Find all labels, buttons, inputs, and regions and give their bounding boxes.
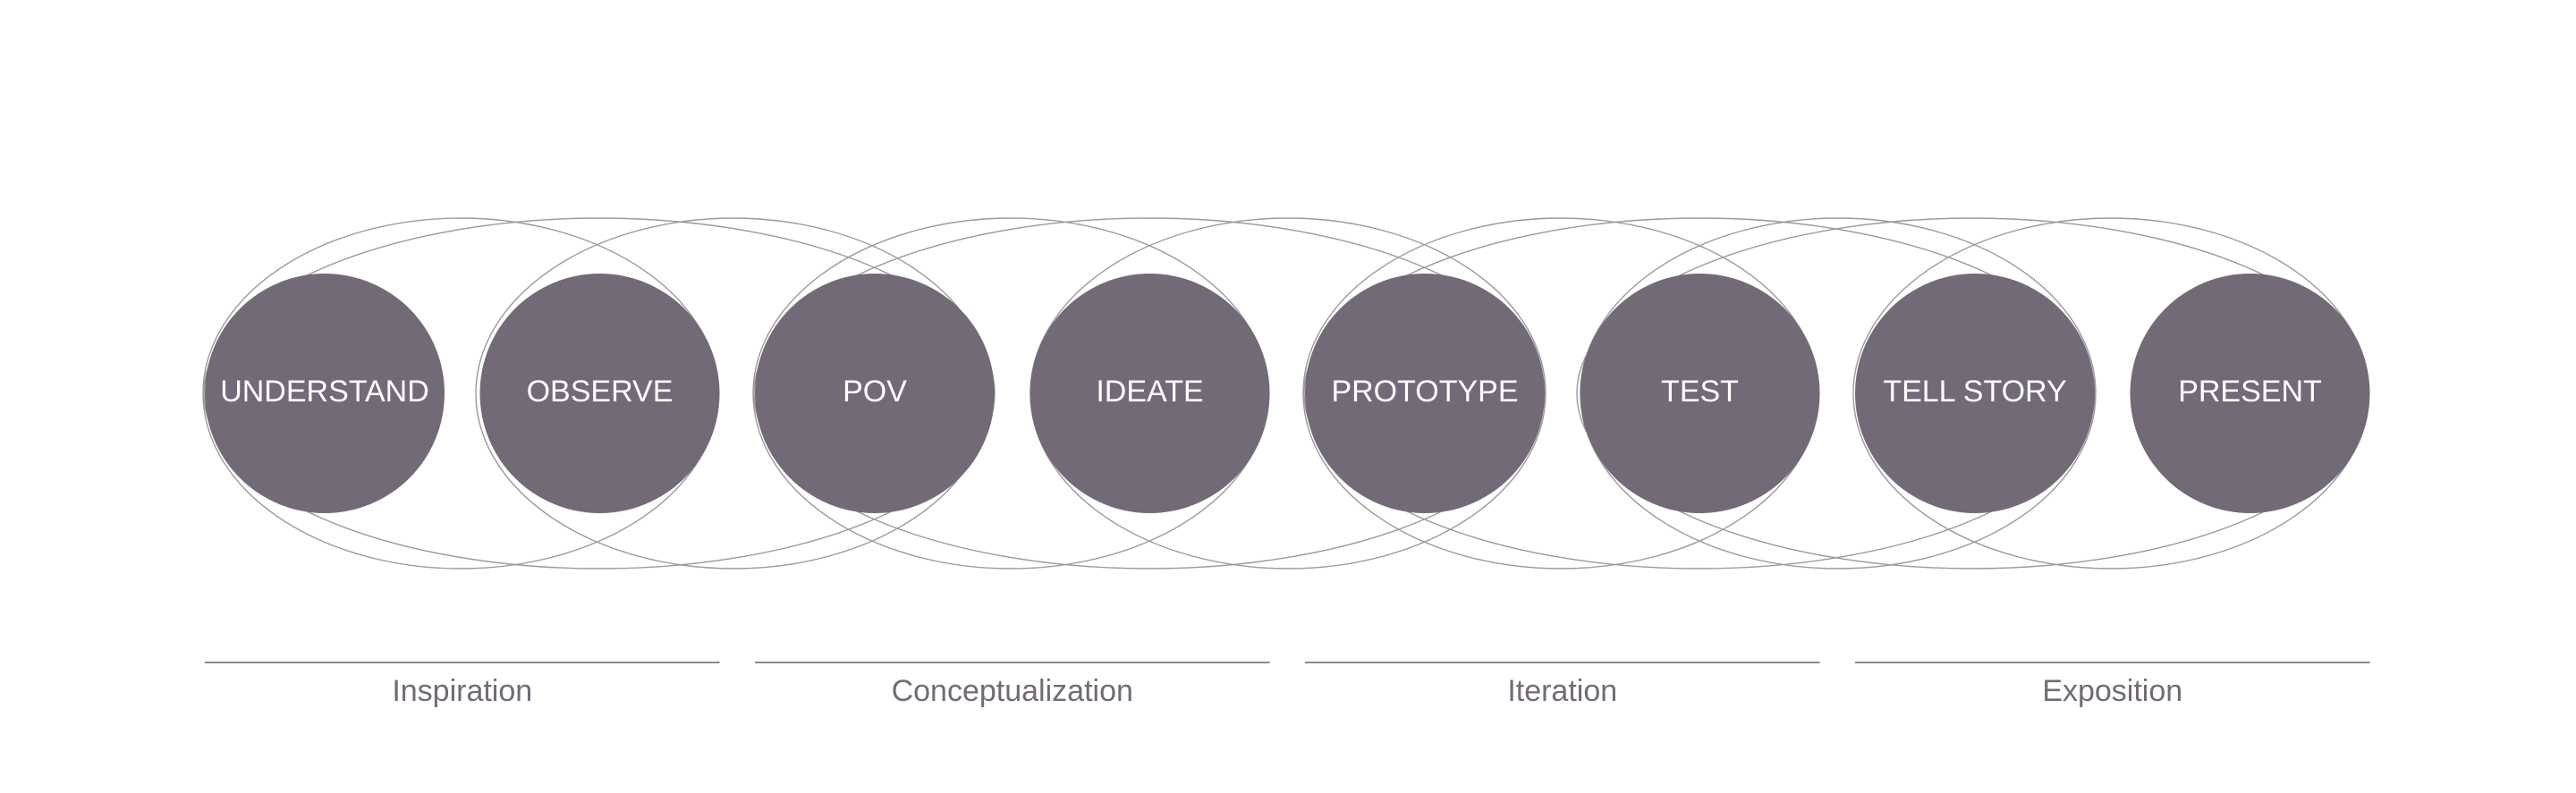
step-circle [755,274,995,513]
phase-iteration: Iteration [1305,662,1820,708]
phase-label: Exposition [2042,674,2182,708]
step-circle [1855,274,2095,513]
step-label: TELL STORY [1883,375,2066,409]
step-label: PRESENT [2178,375,2322,409]
step-test: TEST [1580,274,1820,513]
step-label: TEST [1661,375,1739,409]
phase-label: Conceptualization [892,674,1133,708]
phase-conceptualization: Conceptualization [755,662,1270,708]
step-tell-story: TELL STORY [1855,274,2095,513]
step-label: POV [843,375,907,409]
step-circle [1580,274,1820,513]
step-understand: UNDERSTAND [205,274,445,513]
step-label: PROTOTYPE [1331,375,1518,409]
phase-exposition: Exposition [1855,662,2370,708]
step-label: UNDERSTAND [220,375,429,409]
phase-label: Iteration [1507,674,1617,708]
step-label: IDEATE [1096,375,1203,409]
step-circle [2130,274,2370,513]
step-prototype: PROTOTYPE [1305,274,1545,513]
step-present: PRESENT [2130,274,2370,513]
step-circle [1305,274,1545,513]
step-ideate: IDEATE [1030,274,1270,513]
phase-groups: Inspiration Conceptualization Iteration Exp… [205,662,2370,708]
step-circle [205,274,445,513]
step-circle [479,274,720,513]
process-steps: UNDERSTAND OBSERVE POV IDEATE PROTOTYPE TEST T… [205,274,2370,513]
phase-label: Inspiration [392,674,532,708]
step-observe: OBSERVE [479,274,720,513]
step-pov: POV [755,274,995,513]
phase-inspiration: Inspiration [205,662,720,708]
step-circle [1030,274,1270,513]
step-label: OBSERVE [527,375,674,409]
